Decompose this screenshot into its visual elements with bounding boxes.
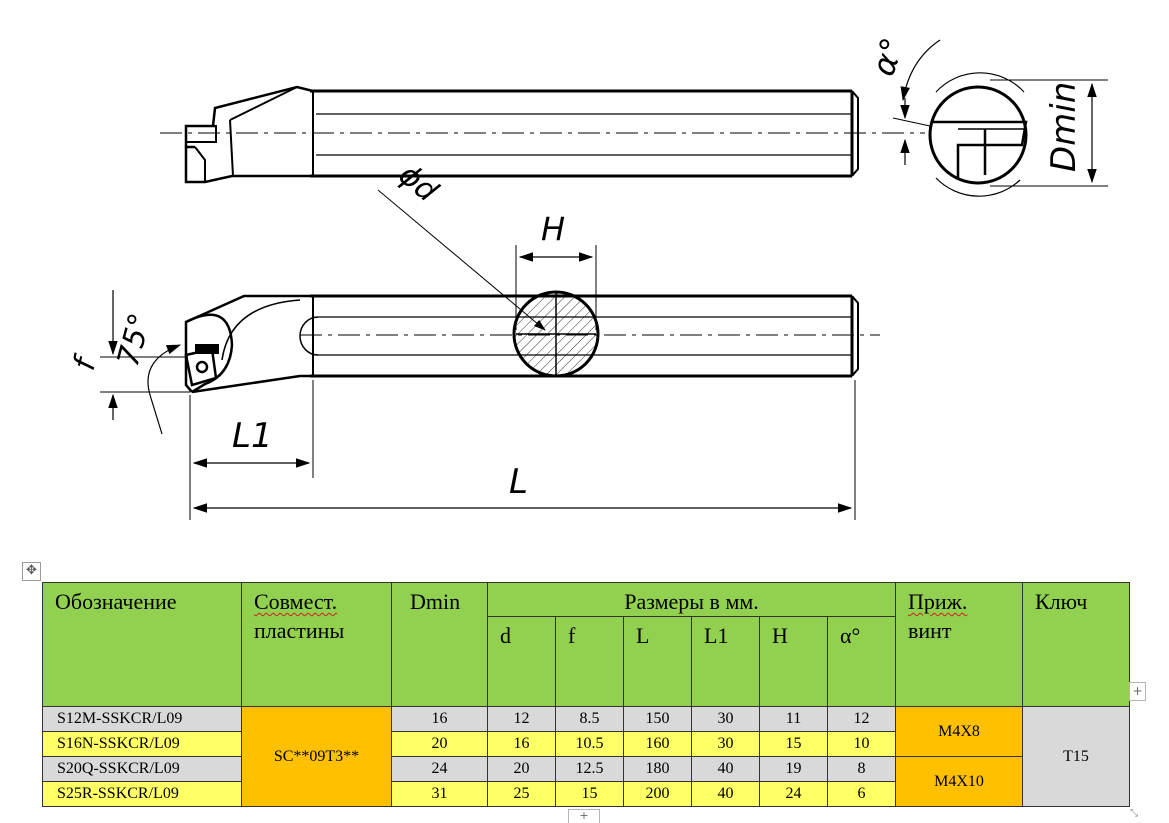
label-75-degrees: 75° <box>111 310 159 370</box>
cell-l: 160 <box>623 731 692 757</box>
cell-h: 19 <box>759 756 828 782</box>
cell-l: 150 <box>623 706 692 732</box>
cell-insert: SC**09T3** <box>241 706 392 807</box>
cell-l1: 30 <box>691 731 760 757</box>
subheader-f: f <box>555 616 624 707</box>
top-view <box>160 85 925 184</box>
move-handle-icon[interactable]: ✥ <box>22 562 41 581</box>
cell-alpha: 10 <box>827 731 896 757</box>
cell-d: 20 <box>487 756 556 782</box>
table-row: S25R-SSKCR/L09 31 25 15 200 40 24 6 <box>42 781 1130 807</box>
cell-dmin: 31 <box>391 781 488 807</box>
label-alpha: α° <box>864 33 912 81</box>
cell-designation: S12M-SSKCR/L09 <box>42 706 242 732</box>
cell-h: 15 <box>759 731 828 757</box>
header-inserts: Совмест.пластины <box>241 582 392 707</box>
subheader-d: d <box>487 616 556 707</box>
add-column-button[interactable]: + <box>1129 682 1146 701</box>
end-view <box>892 39 1108 197</box>
tool-drawing: α° Dmin ϕd H 75° f L1 L <box>67 33 1108 520</box>
cell-dmin: 24 <box>391 756 488 782</box>
cell-alpha: 8 <box>827 756 896 782</box>
cell-l1: 40 <box>691 781 760 807</box>
cell-screw-m4x8: M4X8 <box>895 706 1023 757</box>
cell-designation: S16N-SSKCR/L09 <box>42 731 242 757</box>
add-row-button[interactable]: + <box>568 809 600 823</box>
cell-designation: S25R-SSKCR/L09 <box>42 781 242 807</box>
header-screw: Приж.винт <box>895 582 1023 707</box>
label-f: f <box>67 351 105 375</box>
cell-d: 12 <box>487 706 556 732</box>
cell-l: 180 <box>623 756 692 782</box>
header-dmin: Dmin <box>391 582 488 707</box>
label-h: H <box>541 210 565 248</box>
header-designation: Обозначение <box>42 582 242 707</box>
subheader-h: H <box>759 616 828 707</box>
table-row: S20Q-SSKCR/L09 24 20 12.5 180 40 19 8 M4… <box>42 756 1130 807</box>
cell-h: 11 <box>759 706 828 732</box>
cell-alpha: 12 <box>827 706 896 732</box>
header-key: Ключ <box>1022 582 1130 707</box>
subheader-l1: L1 <box>691 616 760 707</box>
spec-table: Обозначение Совмест.пластины Dmin Размер… <box>42 582 1130 807</box>
cell-l1: 40 <box>691 756 760 782</box>
cell-f: 15 <box>555 781 624 807</box>
side-view <box>100 189 880 520</box>
label-phi-d: ϕd <box>392 157 445 209</box>
cell-key: T15 <box>1022 706 1130 807</box>
cell-designation: S20Q-SSKCR/L09 <box>42 756 242 782</box>
cell-f: 12.5 <box>555 756 624 782</box>
cell-f: 10.5 <box>555 731 624 757</box>
resize-handle-icon[interactable]: ⤡ <box>1130 808 1138 819</box>
table-row: S16N-SSKCR/L09 20 16 10.5 160 30 15 10 <box>42 731 1130 757</box>
cell-dmin: 20 <box>391 731 488 757</box>
label-dmin: Dmin <box>1044 82 1084 172</box>
cell-l1: 30 <box>691 706 760 732</box>
cell-d: 16 <box>487 731 556 757</box>
cell-l: 200 <box>623 781 692 807</box>
cell-alpha: 6 <box>827 781 896 807</box>
cell-screw-m4x10: M4X10 <box>895 756 1023 807</box>
cell-d: 25 <box>487 781 556 807</box>
subheader-l: L <box>623 616 692 707</box>
header-dimensions: Размеры в мм. <box>487 582 896 617</box>
cell-dmin: 16 <box>391 706 488 732</box>
subheader-alpha: α° <box>827 616 896 707</box>
label-l1: L1 <box>232 416 273 456</box>
table-row: S12M-SSKCR/L09 SC**09T3** 16 12 8.5 150 … <box>42 706 1130 807</box>
cell-h: 24 <box>759 781 828 807</box>
cell-f: 8.5 <box>555 706 624 732</box>
label-l: L <box>509 462 528 502</box>
